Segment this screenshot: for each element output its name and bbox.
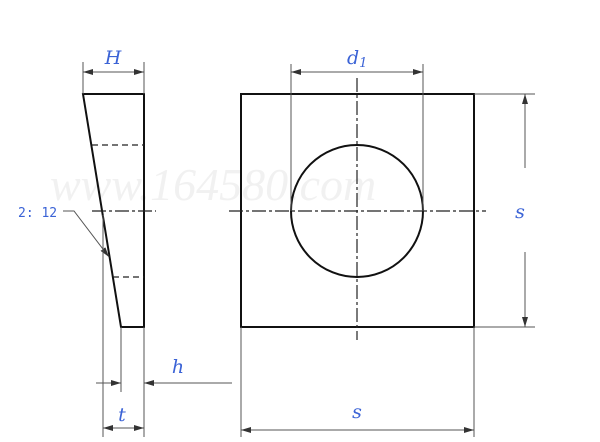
label-d1: d1 [347, 47, 367, 71]
side-view: H 2: 12 h t [18, 47, 232, 437]
taper-note: 2: 12 [18, 206, 57, 221]
label-H: H [104, 47, 122, 69]
label-t: t [118, 404, 126, 426]
label-s-bottom: s [352, 401, 362, 423]
label-s-right: s [515, 201, 525, 223]
leader-line [63, 210, 110, 258]
watermark: www.164580.com [50, 159, 376, 210]
front-view: d1 s s [229, 47, 535, 437]
label-h: h [172, 356, 184, 378]
